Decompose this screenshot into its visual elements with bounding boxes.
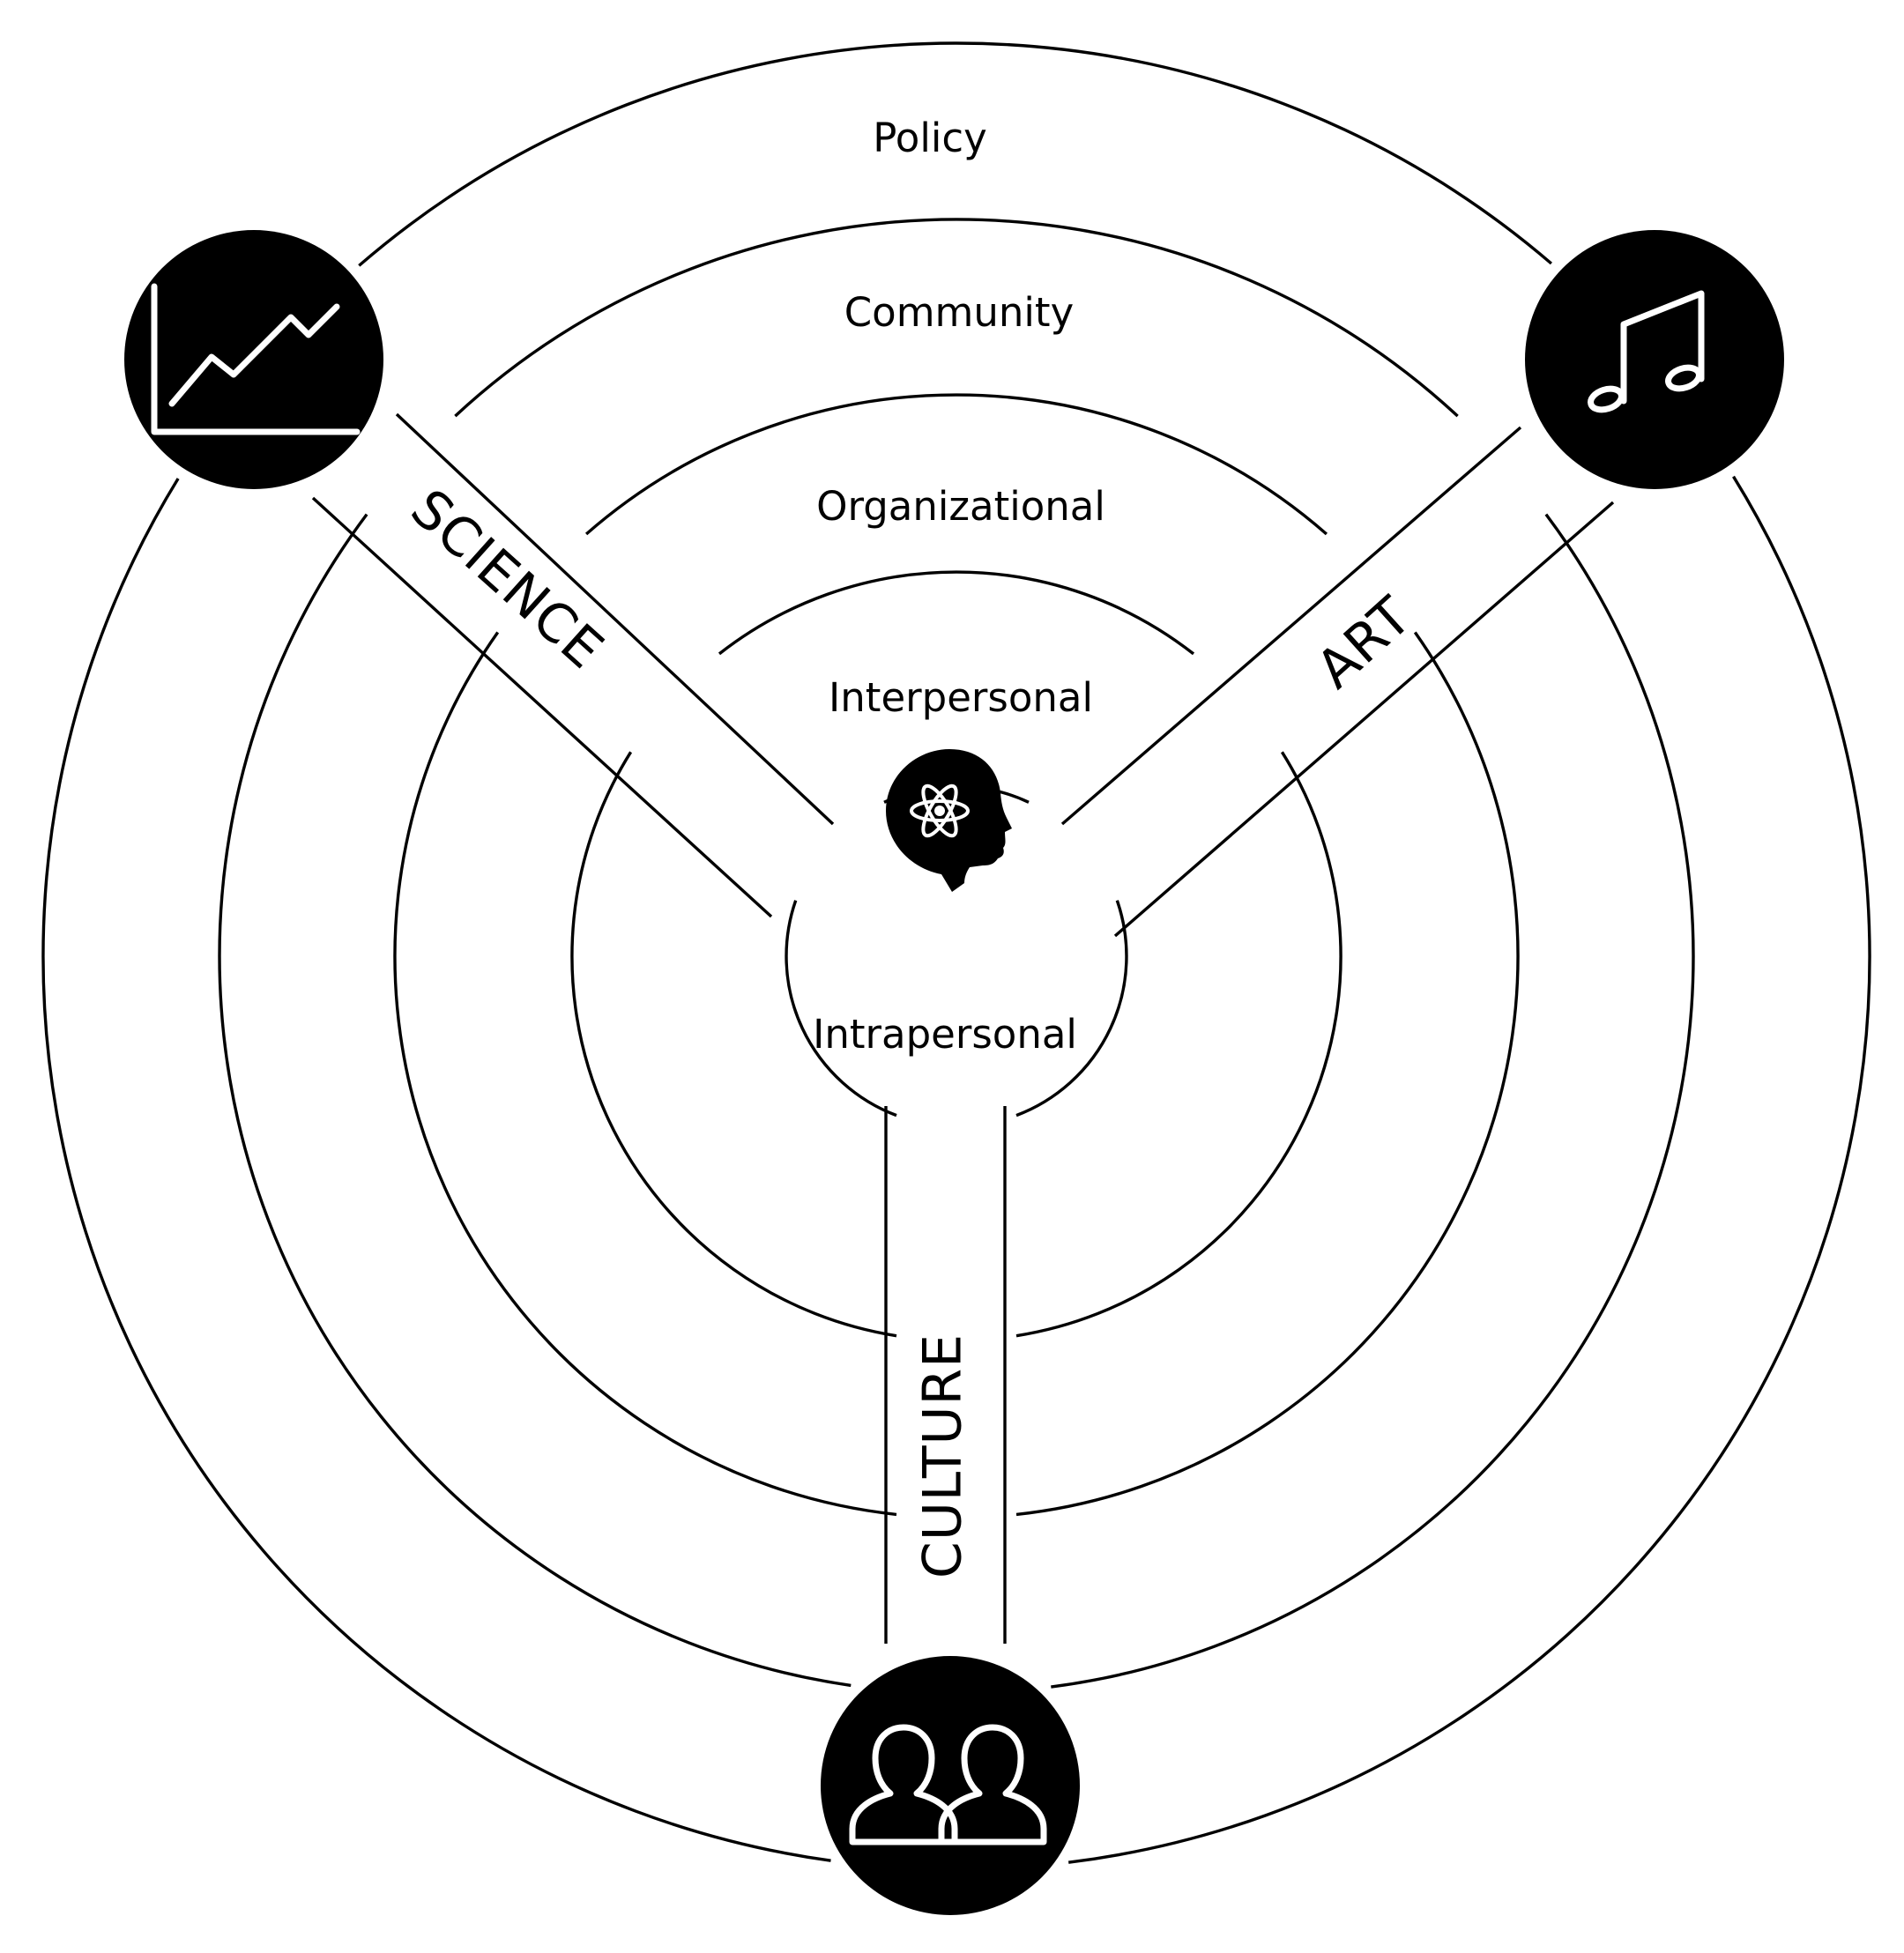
art-badge bbox=[1525, 230, 1784, 489]
spoke-label-science: SCIENCE bbox=[399, 478, 615, 681]
ring-interpersonal-arc bbox=[1015, 751, 1342, 1338]
ring-policy-arc bbox=[41, 478, 831, 1862]
level-label-interpersonal: Interpersonal bbox=[829, 674, 1093, 721]
ring-policy-arc bbox=[1067, 475, 1871, 1864]
ring-interpersonal-arc bbox=[718, 570, 1195, 656]
spoke-science-edge-b bbox=[395, 412, 835, 826]
line-chart-icon bbox=[151, 283, 361, 435]
level-label-intrapersonal: Intrapersonal bbox=[813, 1011, 1077, 1058]
spoke-art-edge-b bbox=[1113, 501, 1615, 938]
music-note-icon bbox=[1588, 290, 1705, 413]
ring-intrapersonal-arc bbox=[785, 900, 897, 1118]
level-label-policy: Policy bbox=[873, 115, 986, 161]
science-badge bbox=[124, 230, 383, 489]
culture-badge bbox=[821, 1656, 1080, 1915]
ring-interpersonal-arc bbox=[570, 751, 897, 1338]
spoke-science-edge-a bbox=[311, 496, 773, 918]
ring-community-arc bbox=[454, 218, 1459, 418]
ring-organizational-arc bbox=[393, 631, 897, 1517]
ring-organizational-arc bbox=[584, 393, 1328, 536]
ring-intrapersonal-arc bbox=[1015, 900, 1128, 1118]
ring-organizational-arc bbox=[1015, 631, 1520, 1517]
ring-policy-arc bbox=[358, 41, 1553, 267]
head-atom-icon bbox=[886, 749, 1012, 892]
spoke-art-edge-a bbox=[1060, 426, 1522, 826]
ring-community-arc bbox=[218, 513, 852, 1688]
level-label-community: Community bbox=[844, 289, 1074, 336]
spoke-label-culture: CULTURE bbox=[912, 1333, 974, 1578]
people-icon bbox=[849, 1724, 1047, 1845]
level-label-organizational: Organizational bbox=[816, 483, 1105, 530]
ring-community-arc bbox=[1051, 513, 1695, 1689]
level-rings bbox=[41, 41, 1871, 1864]
